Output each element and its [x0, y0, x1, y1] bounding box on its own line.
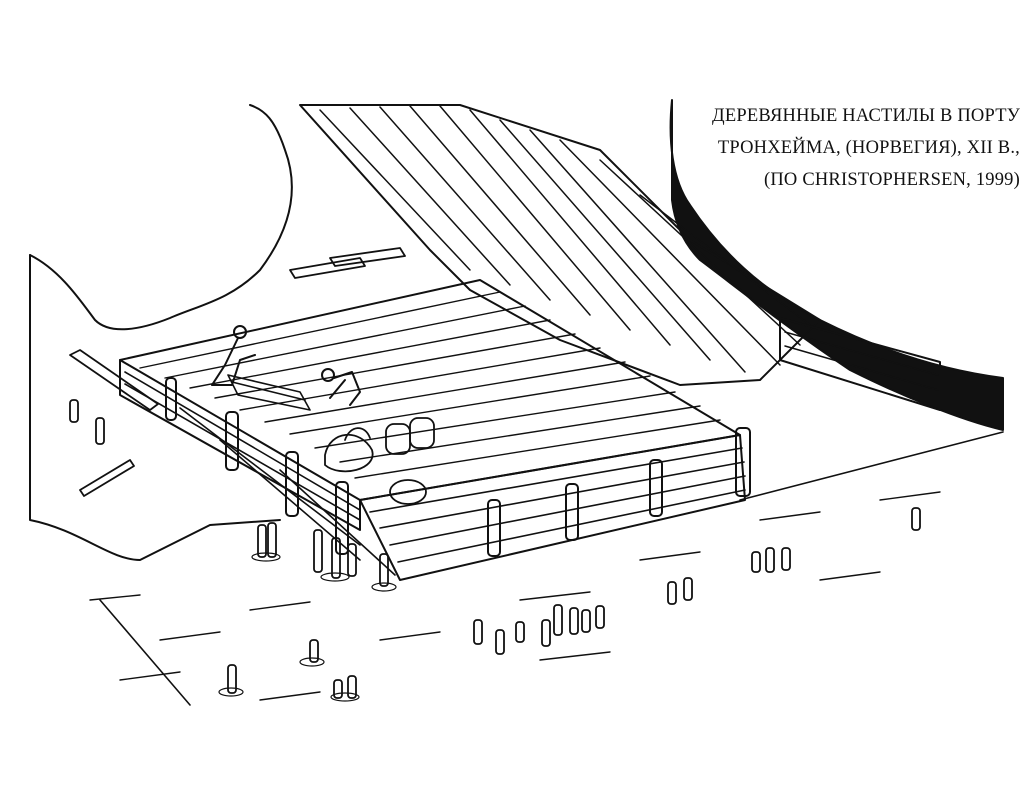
ramp-outline	[299, 104, 821, 386]
caption: ДЕРЕВЯННЫЕ НАСТИЛЫ В ПОРТУ ТРОНХЕЙМА, (Н…	[640, 100, 1020, 196]
piles	[69, 399, 921, 699]
shoreline-outline	[29, 104, 293, 331]
caption-line-2: ТРОНХЕЙМА, (НОРВЕГИЯ), XII В.,	[717, 138, 1020, 158]
deck-outline	[119, 279, 741, 501]
barrels	[385, 417, 435, 505]
crib-logs-left	[124, 371, 396, 576]
worker-bending	[321, 368, 361, 406]
dark-embankment	[669, 99, 1004, 431]
caption-line-3: (ПО CHRISTOPHERSEN, 1999)	[764, 170, 1020, 190]
ramp-planks	[319, 105, 811, 373]
water-ripples	[89, 491, 941, 701]
worker-standing	[211, 325, 256, 386]
crib-wall-left	[119, 359, 361, 531]
timber-stack	[227, 374, 311, 411]
sacks	[324, 427, 374, 473]
crib-posts	[165, 377, 751, 557]
ground-edge	[29, 254, 281, 561]
water-edge	[99, 431, 1004, 706]
side-crib	[779, 317, 941, 411]
crib-logs-right	[369, 447, 746, 563]
caption-line-1: ДЕРЕВЯННЫЕ НАСТИЛЫ В ПОРТУ	[712, 106, 1020, 126]
pile-ripples	[218, 552, 397, 702]
